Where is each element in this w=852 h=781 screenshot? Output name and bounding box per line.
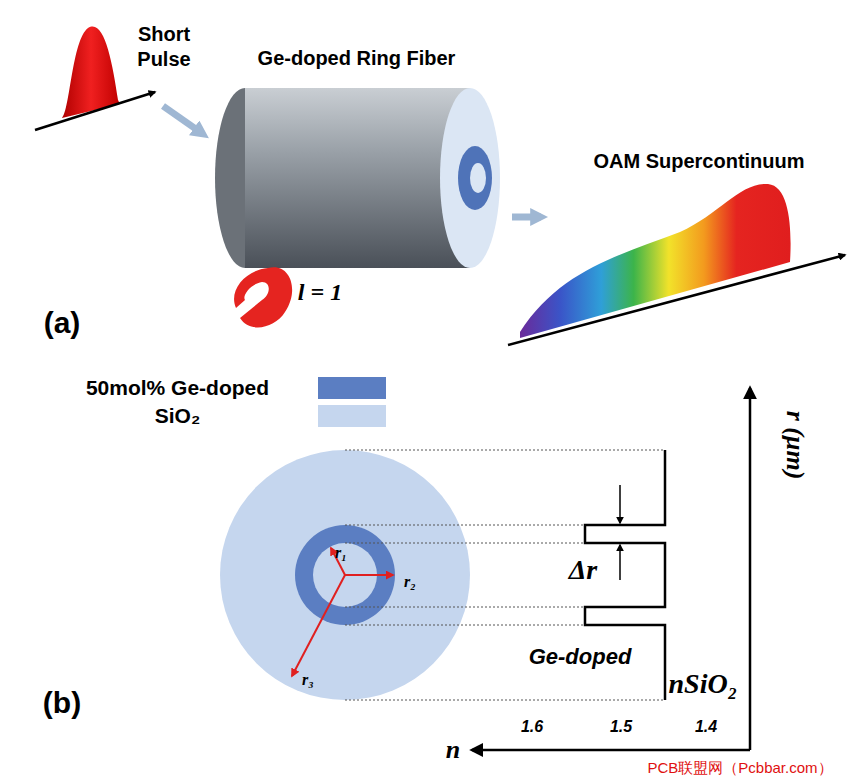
- node-title: Short Pulse: [118, 18, 210, 72]
- legend-swatch: [318, 405, 386, 427]
- legend-text: SiO₂: [50, 403, 305, 429]
- radius-arrows: [292, 548, 393, 676]
- panel-letter: (b): [43, 688, 81, 718]
- legend-swatch: [318, 377, 386, 399]
- legend-row: 50mol% Ge-doped: [50, 375, 390, 401]
- delta-r-arrows: [619, 485, 621, 580]
- pulse-shape: [62, 27, 120, 118]
- watermark: PCB联盟网（Pcbbar.com）: [647, 760, 832, 775]
- spectrum-shape: [520, 184, 791, 338]
- legend-text: 50mol% Ge-doped: [50, 375, 305, 401]
- flow-arrow: [163, 106, 203, 134]
- r-axis: [749, 388, 752, 750]
- pulse-node: Short Pulse: [118, 18, 210, 102]
- oam-order: l = 1: [298, 280, 342, 304]
- tick-label: 1.6: [521, 719, 543, 735]
- fiber-cylinder: [215, 88, 500, 268]
- pulse-axis: [35, 92, 155, 130]
- radius-label: r₃: [302, 672, 314, 688]
- cladding-index: nSiO₂: [669, 670, 738, 698]
- spectrum-axis: [508, 255, 845, 345]
- axis-label: r (μm): [782, 411, 808, 480]
- radius-label: r₁: [335, 545, 347, 561]
- guide-lines: [345, 450, 665, 700]
- node-title: OAM Supercontinuum: [545, 145, 852, 174]
- oam-phase-icon: [234, 267, 292, 327]
- fiber-node: Ge-doped Ring Fiber: [205, 42, 508, 274]
- spectrum-node: OAM Supercontinuum: [545, 145, 852, 345]
- node-title: Ge-doped Ring Fiber: [205, 42, 508, 71]
- tick-label: 1.5: [610, 719, 632, 735]
- fiber-cross-section: [220, 450, 470, 700]
- ring-width: Δr: [569, 556, 597, 584]
- region-label: Ge-doped: [529, 646, 632, 668]
- axis-label: n: [446, 737, 460, 763]
- n-axis: [472, 749, 750, 752]
- panel-letter: (a): [44, 308, 81, 338]
- legend-row: SiO₂: [50, 403, 390, 429]
- tick-label: 1.4: [695, 719, 717, 735]
- radius-label: r₂: [404, 574, 416, 590]
- flow-arrow: [512, 214, 541, 221]
